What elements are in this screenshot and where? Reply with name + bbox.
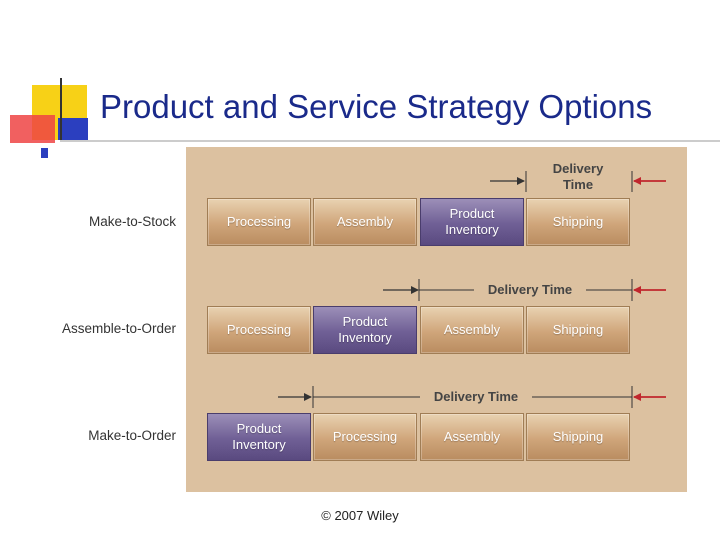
step-box: Processing <box>207 198 311 246</box>
step-box: Shipping <box>526 413 630 461</box>
deco-vertical-line <box>60 78 62 142</box>
deco-small-blue-square <box>41 148 48 158</box>
row-label-make-to-order: Make-to-Order <box>88 428 176 443</box>
delivery-time-label: Delivery Time <box>420 389 532 405</box>
inventory-box: Product Inventory <box>313 306 417 354</box>
deco-blue-square <box>58 118 88 140</box>
inventory-box: Product Inventory <box>420 198 524 246</box>
step-box: Processing <box>313 413 417 461</box>
step-box: Shipping <box>526 198 630 246</box>
delivery-time-label: Delivery Time <box>544 161 612 193</box>
row-label-make-to-stock: Make-to-Stock <box>88 214 176 229</box>
deco-red-square <box>10 115 55 143</box>
step-box: Assembly <box>313 198 417 246</box>
slide-title: Product and Service Strategy Options <box>100 88 653 125</box>
step-box: Assembly <box>420 306 524 354</box>
row-label-assemble-to-order: Assemble-to-Order <box>61 321 176 336</box>
delivery-time-label: Delivery Time <box>474 282 586 298</box>
title-divider <box>60 140 720 142</box>
copyright-footer: © 2007 Wiley <box>321 508 399 523</box>
step-box: Processing <box>207 306 311 354</box>
step-box: Shipping <box>526 306 630 354</box>
inventory-box: Product Inventory <box>207 413 311 461</box>
step-box: Assembly <box>420 413 524 461</box>
